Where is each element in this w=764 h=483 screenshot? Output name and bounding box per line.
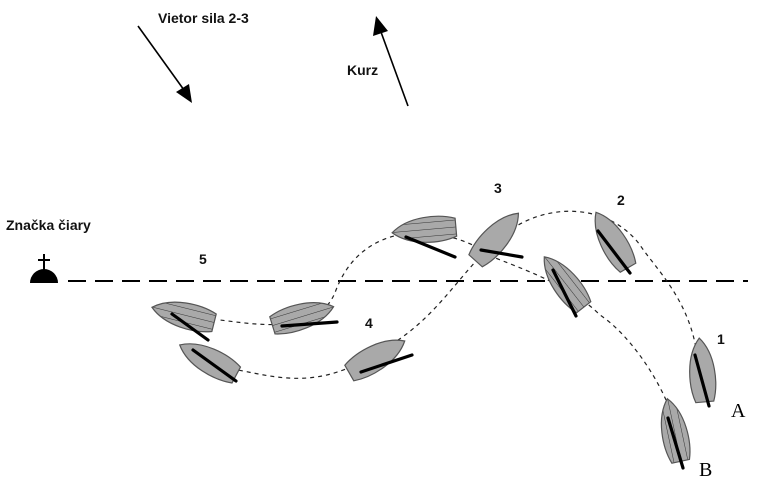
boat-a-sail-5 — [191, 348, 238, 383]
boat-b-sail-1 — [666, 416, 685, 470]
boat-b-sail-2 — [551, 268, 578, 318]
position-label-5: 5 — [199, 251, 207, 267]
boat-b-label: B — [699, 459, 712, 481]
boat-b-sail-5 — [170, 312, 210, 342]
track-boat-a — [237, 210, 698, 379]
position-label-4: 4 — [365, 315, 373, 331]
boat-b-position-4 — [268, 293, 338, 339]
wind-arrow-icon — [137, 25, 192, 103]
position-label-3: 3 — [494, 180, 502, 196]
boat-a-label: A — [731, 400, 746, 422]
position-label-1: 1 — [717, 331, 725, 347]
boat-a-sail-3 — [479, 248, 524, 259]
boat-a-position-1 — [685, 336, 719, 404]
boat-a-position-4 — [342, 329, 412, 385]
start-buoy-icon — [30, 254, 58, 283]
boat-b-sail-4 — [280, 320, 339, 328]
course-label: Kurz — [347, 62, 378, 78]
wind-label: Vietor sila 2-3 — [158, 10, 249, 26]
boat-b-sail-3 — [404, 235, 457, 259]
boat-b-position-3 — [390, 213, 458, 247]
boat-a-position-3 — [465, 204, 529, 270]
boat-b-position-5 — [148, 294, 218, 336]
boat-b-position-1 — [654, 395, 694, 465]
position-label-2: 2 — [617, 192, 625, 208]
boat-a-sail-1 — [693, 353, 711, 408]
boat-a-position-2 — [584, 205, 640, 275]
mark-label: Značka čiary — [6, 217, 91, 233]
course-arrow-icon — [373, 16, 409, 107]
boat-a-sail-2 — [596, 229, 632, 275]
boat-a-sail-4 — [359, 353, 414, 374]
